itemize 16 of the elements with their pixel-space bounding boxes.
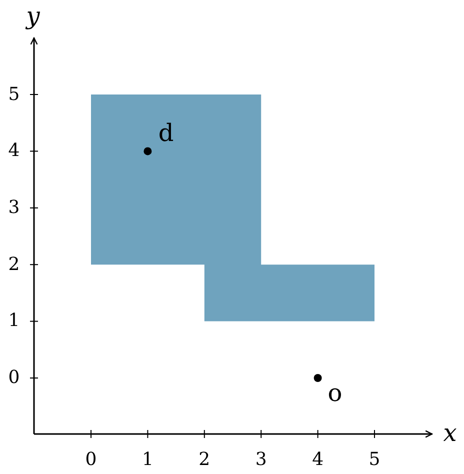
tick-label: 4 [312, 451, 324, 469]
tick-label: 4 [8, 142, 20, 160]
tick-label: 0 [8, 369, 20, 387]
tick-label: 5 [368, 451, 380, 469]
point-label: o [328, 381, 342, 405]
tick-label: 0 [85, 451, 97, 469]
tick-label: 2 [198, 451, 210, 469]
axis-label: x [443, 421, 457, 445]
tick-label: 3 [8, 198, 20, 217]
tick-label: 1 [8, 312, 20, 330]
axis-label: y [26, 4, 40, 28]
tick-label: 3 [255, 451, 267, 469]
tick-label: 2 [8, 256, 20, 274]
tick-label: 5 [8, 86, 20, 104]
point-label: d [158, 121, 174, 145]
tick-label: 1 [142, 451, 154, 469]
